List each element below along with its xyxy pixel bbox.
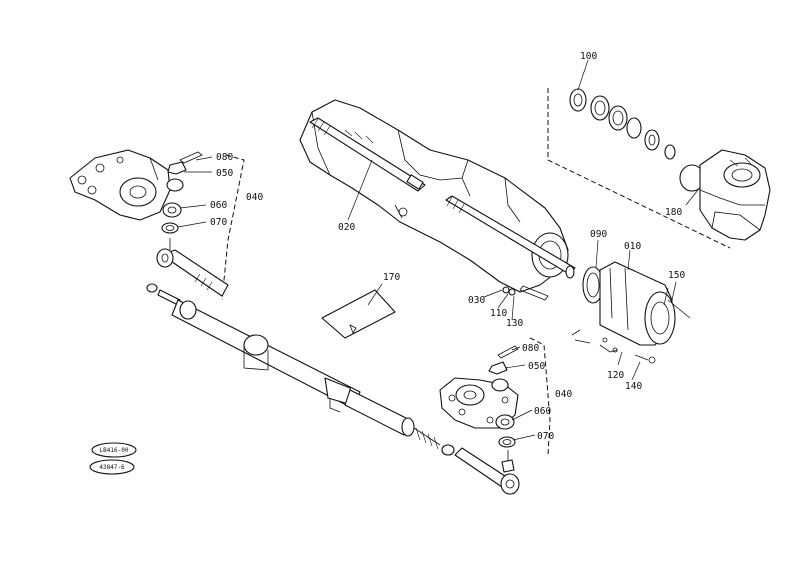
bracket-040-left <box>221 154 245 301</box>
final-case <box>571 261 691 364</box>
knuckle-arm-left <box>69 149 171 221</box>
callout-100: 100 <box>580 51 597 62</box>
bearing-group-bracket <box>547 88 731 249</box>
callout-110: 110 <box>490 308 507 319</box>
stamp-1-text: LB416-00 <box>100 447 129 454</box>
callout-080-right: 080 <box>522 343 539 354</box>
callout-150: 150 <box>668 270 685 281</box>
callout-040-left: 040 <box>246 192 263 203</box>
nut-stack-right <box>488 345 519 462</box>
callout-180: 180 <box>665 207 682 218</box>
stamp-1: LB416-00 <box>91 442 137 458</box>
tie-rod-end-left <box>156 248 229 297</box>
decal-170 <box>321 289 396 339</box>
callout-labels: 100 080 050 040 060 070 020 180 090 010 … <box>210 51 685 442</box>
leader-lines <box>177 59 699 441</box>
stamp-2-text: 43847-6 <box>99 464 125 471</box>
callout-020: 020 <box>338 222 355 233</box>
callout-060-right: 060 <box>534 406 551 417</box>
callout-030: 030 <box>468 295 485 306</box>
bracket-040-right <box>529 337 551 456</box>
callout-170: 170 <box>383 272 400 283</box>
callout-010: 010 <box>624 241 641 252</box>
stamp-2: 43847-6 <box>89 459 135 475</box>
nut-stack-left <box>161 151 203 250</box>
callout-140: 140 <box>625 381 642 392</box>
callout-050-left: 050 <box>216 168 233 179</box>
callout-040-right: 040 <box>555 389 572 400</box>
callout-080-left: 080 <box>216 152 233 163</box>
callout-070-left: 070 <box>210 217 227 228</box>
callout-130: 130 <box>506 318 523 329</box>
bearing-set <box>569 88 705 192</box>
callout-090: 090 <box>590 229 607 240</box>
tie-rod-tube <box>146 283 455 456</box>
bolt-set <box>502 285 549 301</box>
axle-shaft-right <box>445 195 576 279</box>
callout-070-right: 070 <box>537 431 554 442</box>
callout-120: 120 <box>607 370 624 381</box>
callout-050-right: 050 <box>528 361 545 372</box>
axle-housing <box>299 99 569 293</box>
tie-rod-end-right <box>454 447 520 495</box>
callout-060-left: 060 <box>210 200 227 211</box>
axle-shaft-left <box>309 117 426 192</box>
steering-case <box>699 149 771 241</box>
